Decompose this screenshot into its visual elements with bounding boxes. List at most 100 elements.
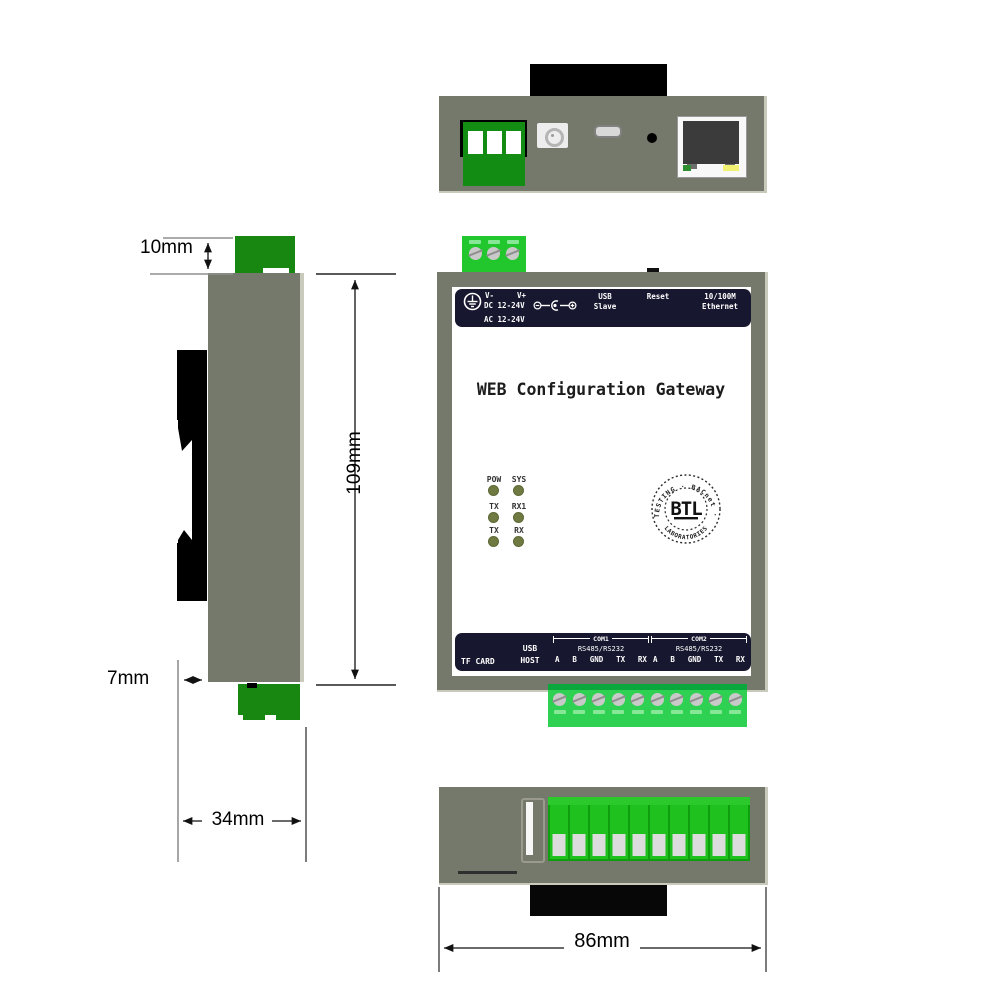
pin-rx: RX xyxy=(637,655,647,664)
usb-host-line2: HOST xyxy=(520,656,540,665)
screw xyxy=(487,247,501,260)
reset-hole xyxy=(647,133,657,143)
tx1-led xyxy=(488,512,499,523)
pow-led xyxy=(488,485,499,496)
dimension-label-34mm: 34mm xyxy=(211,809,265,830)
bottom-view-cells xyxy=(548,805,750,859)
com1-label: COM1 xyxy=(593,635,609,643)
sys-led xyxy=(513,485,524,496)
reset-label: Reset xyxy=(646,292,670,301)
front-bottom-terminal-dashes xyxy=(548,710,747,714)
dimension-label-86mm: 86mm xyxy=(574,930,630,952)
screw xyxy=(670,693,684,706)
terminal-top-strip xyxy=(548,797,750,805)
bv-cell xyxy=(650,805,668,859)
bottom-view-din-foot xyxy=(530,885,667,916)
usb-label: USB xyxy=(598,292,612,301)
terminal-foot-notch-2 xyxy=(265,715,276,720)
com2-group: COM2 RS485/RS232 A B GND TX RX xyxy=(651,636,747,665)
pin-tx: TX xyxy=(714,655,724,664)
bv-cell xyxy=(710,805,728,859)
dash-bright xyxy=(592,710,605,714)
bv-cell-square xyxy=(552,834,566,856)
front-bottom-label-band: TF CARD USB HOST COM1 RS485/RS232 A B GN… xyxy=(455,633,751,671)
v-plus-label: V+ xyxy=(516,291,526,300)
dimension-label-10mm: 10mm xyxy=(140,237,193,258)
dash-bright xyxy=(690,710,703,714)
terminal-foot-notch-1 xyxy=(238,715,243,720)
ethernet-label: 10/100M Ethernet xyxy=(691,292,749,312)
tf-card-label: TF CARD xyxy=(461,657,495,666)
com2-bracket: COM2 xyxy=(651,636,747,645)
bracket-tick xyxy=(651,636,652,643)
screw xyxy=(572,693,586,706)
screw xyxy=(506,247,520,260)
com2-label: COM2 xyxy=(691,635,707,643)
bracket-line xyxy=(652,638,689,639)
screw xyxy=(592,693,606,706)
earth-ground-icon xyxy=(463,292,482,311)
rj45-ethernet-port xyxy=(677,116,747,178)
com1-bracket: COM1 xyxy=(553,636,649,645)
pin-tx: TX xyxy=(616,655,626,664)
side-view-body xyxy=(208,273,304,682)
rj45-activity-led xyxy=(723,165,739,171)
din-rail-clip xyxy=(177,350,207,601)
power-jack-ring xyxy=(545,128,564,147)
dc-power-jack xyxy=(537,123,568,148)
top-view-din-tab xyxy=(530,64,667,97)
bracket-line xyxy=(554,638,591,639)
screw xyxy=(689,693,703,706)
net-speed-label: 10/100M xyxy=(704,292,736,301)
front-bottom-terminal-screws xyxy=(548,693,747,706)
net-name-label: Ethernet xyxy=(701,302,739,311)
pin-b: B xyxy=(670,655,675,664)
dash-bright xyxy=(631,710,644,714)
product-title: WEB Configuration Gateway xyxy=(476,380,726,399)
bracket-tick xyxy=(553,636,554,643)
top-view-terminal-squares xyxy=(463,122,525,154)
bv-cell xyxy=(590,805,608,859)
tv-square xyxy=(506,131,521,154)
front-view-body: V- V+ DC 12-24V AC 12-24V USB Slave xyxy=(437,272,768,692)
pin-gnd: GND xyxy=(687,655,702,664)
screw xyxy=(631,693,645,706)
bv-cell-square xyxy=(572,834,586,856)
led-label-tx2: TX xyxy=(489,526,499,535)
screw xyxy=(553,693,567,706)
dimension-label-7mm: 7mm xyxy=(107,668,150,689)
usb-host-label: USB HOST xyxy=(510,643,550,667)
front-top-label-band: V- V+ DC 12-24V AC 12-24V USB Slave xyxy=(455,289,751,327)
dash-bright xyxy=(651,710,664,714)
pin-a: A xyxy=(653,655,658,664)
screw xyxy=(709,693,723,706)
btl-certification-logo: TESTING · BACnet · LABORATORIES BTL xyxy=(651,474,721,544)
dash-bright xyxy=(729,710,742,714)
tx2-led xyxy=(488,536,499,547)
bottom-view-terminal-block xyxy=(548,797,750,861)
rx2-led xyxy=(513,536,524,547)
dash-bright xyxy=(612,710,625,714)
logo-center-text: BTL xyxy=(670,498,702,520)
terminal-top-strip xyxy=(548,684,747,690)
bracket-tick xyxy=(648,636,649,643)
com1-protocol-label: RS485/RS232 xyxy=(577,645,625,653)
com1-group: COM1 RS485/RS232 A B GND TX RX xyxy=(553,636,649,665)
dash-bright xyxy=(553,710,566,714)
bv-cell xyxy=(550,805,568,859)
tf-card-stripe xyxy=(526,802,533,855)
side-view-top-terminal xyxy=(235,236,295,273)
bv-cell xyxy=(690,805,708,859)
bv-cell-square xyxy=(632,834,646,856)
pin-rx: RX xyxy=(735,655,745,664)
side-view-bottom-terminal xyxy=(238,683,300,720)
usb-slave-label: USB Slave xyxy=(584,292,626,312)
bv-cell xyxy=(670,805,688,859)
bv-cell xyxy=(730,805,748,859)
com2-pin-labels: A B GND TX RX xyxy=(651,654,747,665)
front-top-terminal-dashes xyxy=(462,240,526,244)
bv-cell-square xyxy=(672,834,686,856)
com2-protocol-label: RS485/RS232 xyxy=(675,645,723,653)
bracket-tick xyxy=(746,636,747,643)
ac-rating-label: AC 12-24V xyxy=(484,315,525,324)
